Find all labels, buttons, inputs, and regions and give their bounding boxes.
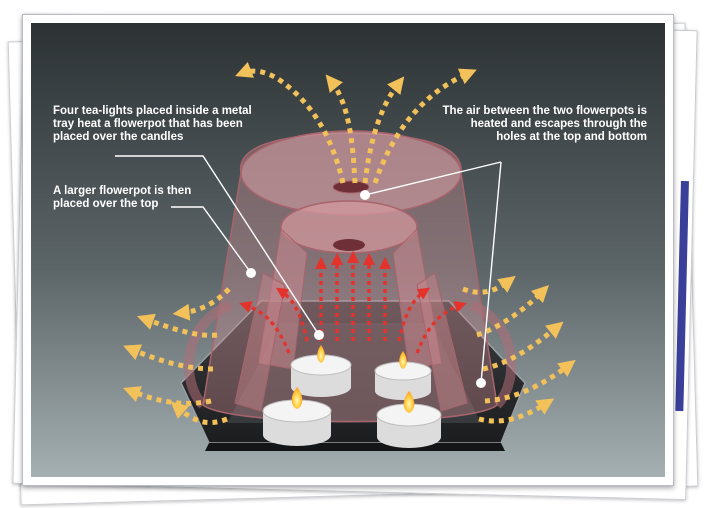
caption-air: The air between the two flowerpots is he… [442, 105, 647, 143]
tea-light [374, 351, 432, 400]
caption-leader-lines [115, 155, 502, 384]
heat-arrows [239, 250, 467, 354]
photo-frame: Four tea-lights placed inside a metal tr… [22, 14, 674, 486]
tea-light [262, 387, 332, 446]
tea-light [376, 391, 442, 448]
diagram-image: Four tea-lights placed inside a metal tr… [31, 23, 665, 477]
tea-lights [262, 345, 442, 448]
frame-accent-stripe [675, 180, 689, 412]
caption-tealights: Four tea-lights placed inside a metal tr… [53, 105, 252, 143]
air-flow-arrows [123, 61, 576, 425]
tea-light [290, 345, 352, 397]
leader-endpoints [246, 190, 486, 388]
flowerpot-heater-diagram [31, 23, 665, 477]
caption-larger-pot: A larger flowerpot is then placed over t… [53, 185, 192, 210]
